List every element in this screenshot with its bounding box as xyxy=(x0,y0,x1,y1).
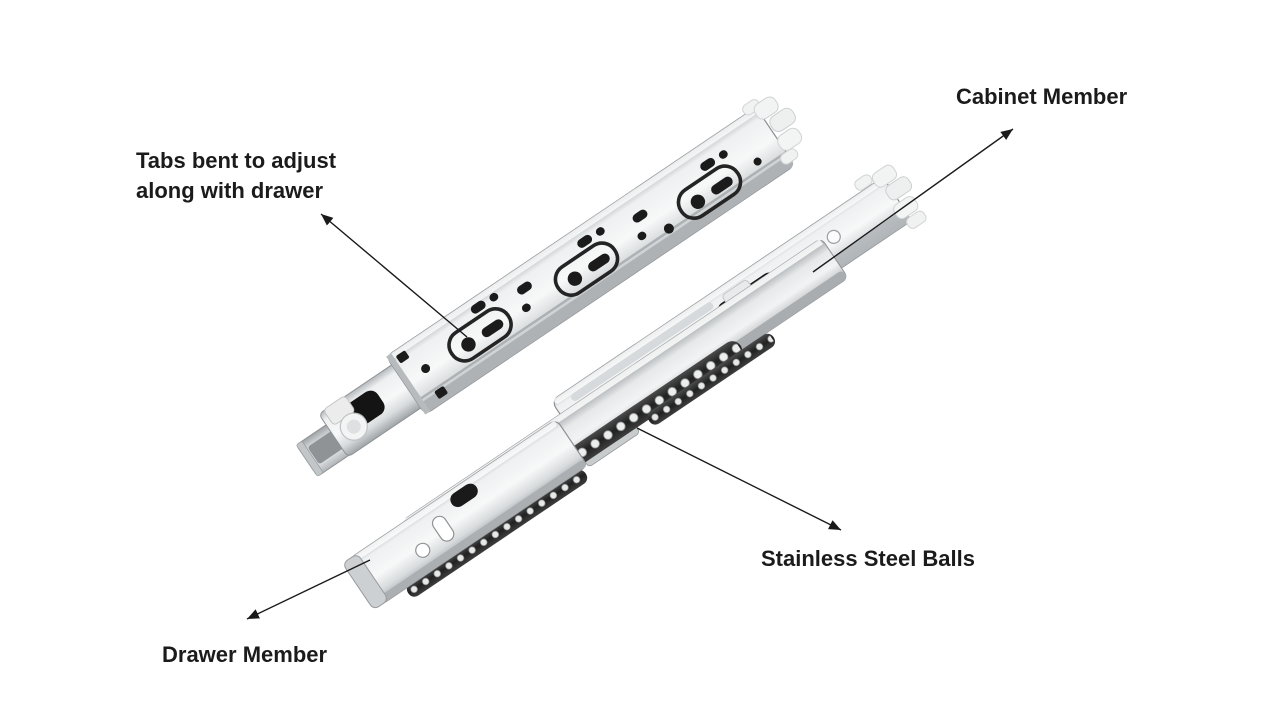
drawer-hole-pill xyxy=(431,515,455,542)
upper-slide xyxy=(296,96,803,477)
arrow-to-cabinet-member-label xyxy=(812,128,1014,273)
upper-end-cap xyxy=(742,96,803,165)
label-tabs-line1: Tabs bent to adjust xyxy=(136,148,337,173)
ball-track-lower xyxy=(405,468,589,599)
drawer-hole-round xyxy=(415,542,431,558)
drawer-tip-cap xyxy=(344,555,387,609)
drawer-member-rail xyxy=(344,421,587,609)
mounting-hole xyxy=(826,229,841,244)
label-tabs-line2: along with drawer xyxy=(136,178,324,203)
upper-mid-rail xyxy=(320,358,431,456)
arrow-to-tabs-label xyxy=(320,213,468,338)
annotation-arrows xyxy=(246,128,1014,620)
upper-main-rail xyxy=(386,109,794,415)
lower-slide xyxy=(344,164,927,609)
screw-hole xyxy=(753,157,762,166)
label-tabs-bent: Tabs bent to adjust along with drawer xyxy=(136,146,336,206)
label-drawer-member: Drawer Member xyxy=(162,642,328,667)
arrow-to-drawer-member-label xyxy=(246,559,371,620)
label-stainless-steel-balls: Stainless Steel Balls xyxy=(761,546,975,571)
ball-track xyxy=(559,338,745,473)
drawer-hole-dark xyxy=(450,483,478,507)
screw-hole xyxy=(663,223,674,234)
ball-track-secondary xyxy=(646,332,777,427)
label-cabinet-member: Cabinet Member xyxy=(956,84,1128,109)
arrow-to-stainless-balls-label xyxy=(636,427,842,531)
